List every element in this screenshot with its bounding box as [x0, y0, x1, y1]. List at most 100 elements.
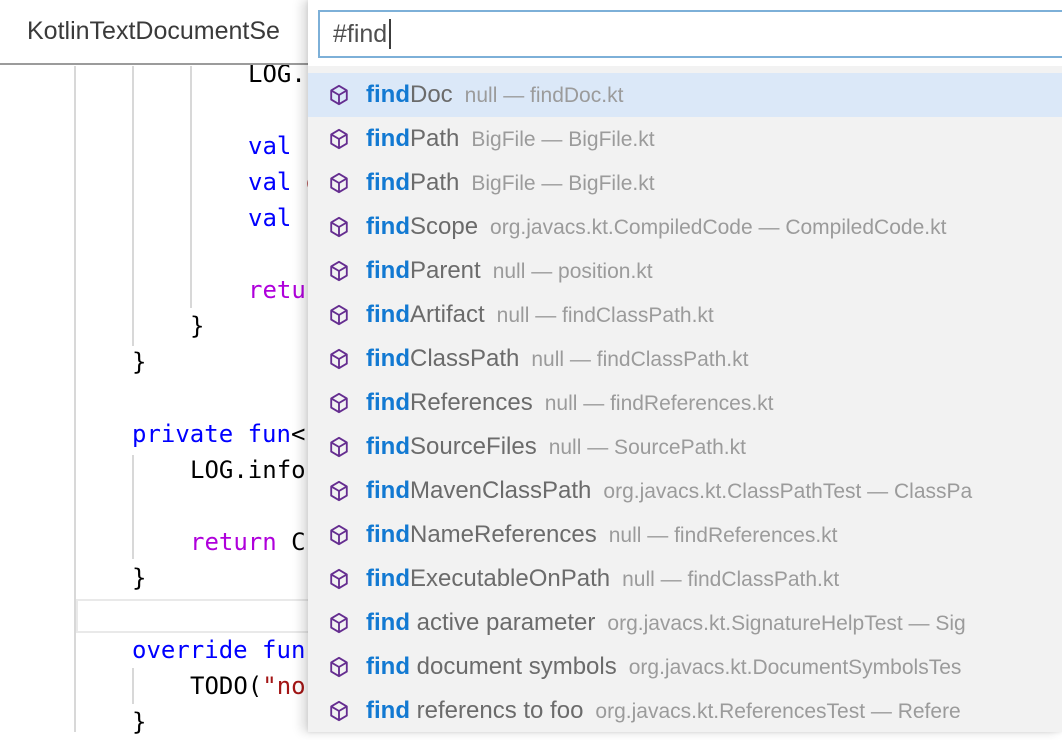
- code-line: LOG.info: [190, 456, 306, 484]
- tab-title-label: KotlinTextDocumentSe: [27, 17, 280, 45]
- symbol-label: find document symbols org.javacs.kt.Docum…: [366, 653, 961, 681]
- list-item[interactable]: findMavenClassPath org.javacs.kt.ClassPat…: [308, 469, 1062, 513]
- symbol-description: BigFile — BigFile.kt: [471, 172, 655, 195]
- symbol-description: null — position.kt: [492, 260, 653, 283]
- code-line: }: [132, 348, 147, 376]
- list-item[interactable]: findPath BigFile — BigFile.kt: [308, 161, 1062, 205]
- symbol-method-icon: [330, 524, 348, 546]
- symbol-description: null — findClassPath.kt: [496, 304, 714, 327]
- list-item[interactable]: findScope org.javacs.kt.CompiledCode — Co…: [308, 205, 1062, 249]
- code-line: return C: [190, 528, 306, 556]
- code-line: val: [248, 132, 292, 160]
- code-line: }: [132, 564, 147, 592]
- symbol-method-icon: [330, 700, 348, 722]
- symbol-method-icon: [330, 392, 348, 414]
- symbol-description: org.javacs.kt.SignatureHelpTest — Sig: [607, 612, 966, 635]
- list-item[interactable]: findClassPath null — findClassPath.kt: [308, 337, 1062, 381]
- search-input[interactable]: #find: [318, 10, 1062, 58]
- symbol-name: SourceFiles: [409, 433, 537, 460]
- symbol-match: find: [366, 257, 410, 284]
- symbol-label: findMavenClassPath org.javacs.kt.ClassPat…: [366, 477, 972, 505]
- symbol-label: findNameReferences null — findReferences.…: [366, 521, 838, 549]
- symbol-description: org.javacs.kt.DocumentSymbolsTes: [628, 656, 962, 679]
- indent-guide: [74, 66, 76, 732]
- search-query: #find: [333, 19, 388, 48]
- symbol-label: findArtifact null — findClassPath.kt: [366, 301, 714, 329]
- symbol-name: Parent: [409, 257, 481, 284]
- symbol-method-icon: [330, 172, 348, 194]
- symbol-description: null — findClassPath.kt: [622, 568, 840, 591]
- symbol-description: null — findReferences.kt: [608, 524, 838, 547]
- list-item[interactable]: find document symbols org.javacs.kt.Docum…: [308, 645, 1062, 689]
- symbol-description: org.javacs.kt.ClassPathTest — ClassPa: [603, 480, 973, 503]
- symbol-description: null — findDoc.kt: [464, 84, 624, 107]
- code-line: }: [132, 708, 147, 736]
- list-item[interactable]: findArtifact null — findClassPath.kt: [308, 293, 1062, 337]
- code-line: }: [190, 312, 205, 340]
- symbol-name: NameReferences: [409, 521, 597, 548]
- symbol-name: document symbols: [409, 653, 617, 680]
- symbol-match: find: [366, 477, 410, 504]
- symbol-description: null — findClassPath.kt: [531, 348, 749, 371]
- symbol-name: MavenClassPath: [409, 477, 592, 504]
- indent-guide: [132, 66, 134, 346]
- symbol-name: ExecutableOnPath: [409, 565, 611, 592]
- symbol-method-icon: [330, 568, 348, 590]
- code-line: retu: [248, 276, 306, 304]
- symbol-match: find: [366, 609, 410, 636]
- symbol-label: findParent null — position.kt: [366, 257, 653, 285]
- indent-guide: [132, 668, 134, 704]
- symbol-description: null — SourcePath.kt: [548, 436, 746, 459]
- symbol-label: findClassPath null — findClassPath.kt: [366, 345, 748, 373]
- symbol-match: find: [366, 565, 410, 592]
- symbol-method-icon: [330, 612, 348, 634]
- fold-divider: [76, 599, 310, 633]
- symbol-method-icon: [330, 436, 348, 458]
- list-item[interactable]: findNameReferences null — findReferences.…: [308, 513, 1062, 557]
- code-line: override fun: [132, 636, 306, 664]
- symbol-method-icon: [330, 128, 348, 150]
- symbol-name: Artifact: [409, 301, 485, 328]
- symbol-method-icon: [330, 216, 348, 238]
- list-item[interactable]: findParent null — position.kt: [308, 249, 1062, 293]
- symbol-match: find: [366, 213, 410, 240]
- symbol-description: org.javacs.kt.ReferencesTest — Refere: [595, 700, 961, 723]
- symbol-description: null — findReferences.kt: [544, 392, 774, 415]
- symbol-match: find: [366, 521, 410, 548]
- symbol-description: org.javacs.kt.CompiledCode — CompiledCod…: [490, 216, 947, 239]
- indent-guide: [132, 455, 134, 559]
- symbol-match: find: [366, 301, 410, 328]
- symbol-description: BigFile — BigFile.kt: [471, 128, 655, 151]
- symbol-match: find: [366, 697, 410, 724]
- symbol-name: Path: [409, 125, 460, 152]
- symbol-label: find active parameter org.javacs.kt.Signa…: [366, 609, 966, 637]
- code-line: val: [248, 204, 292, 232]
- symbol-name: ClassPath: [409, 345, 520, 372]
- symbol-match: find: [366, 169, 410, 196]
- list-item[interactable]: findExecutableOnPath null — findClassPath…: [308, 557, 1062, 601]
- text-caret: [389, 19, 392, 49]
- code-line: private fun<: [132, 420, 306, 448]
- symbol-method-icon: [330, 656, 348, 678]
- symbol-label: findScope org.javacs.kt.CompiledCode — Co…: [366, 213, 946, 241]
- symbol-name: Scope: [409, 213, 479, 240]
- list-item[interactable]: find active parameter org.javacs.kt.Signa…: [308, 601, 1062, 645]
- symbol-label: findExecutableOnPath null — findClassPath…: [366, 565, 839, 593]
- symbol-method-icon: [330, 260, 348, 282]
- symbol-match: find: [366, 653, 410, 680]
- symbol-name: active parameter: [409, 609, 596, 636]
- symbol-method-icon: [330, 480, 348, 502]
- symbol-match: find: [366, 345, 410, 372]
- symbol-name: Path: [409, 169, 460, 196]
- symbol-name: Doc: [409, 81, 453, 108]
